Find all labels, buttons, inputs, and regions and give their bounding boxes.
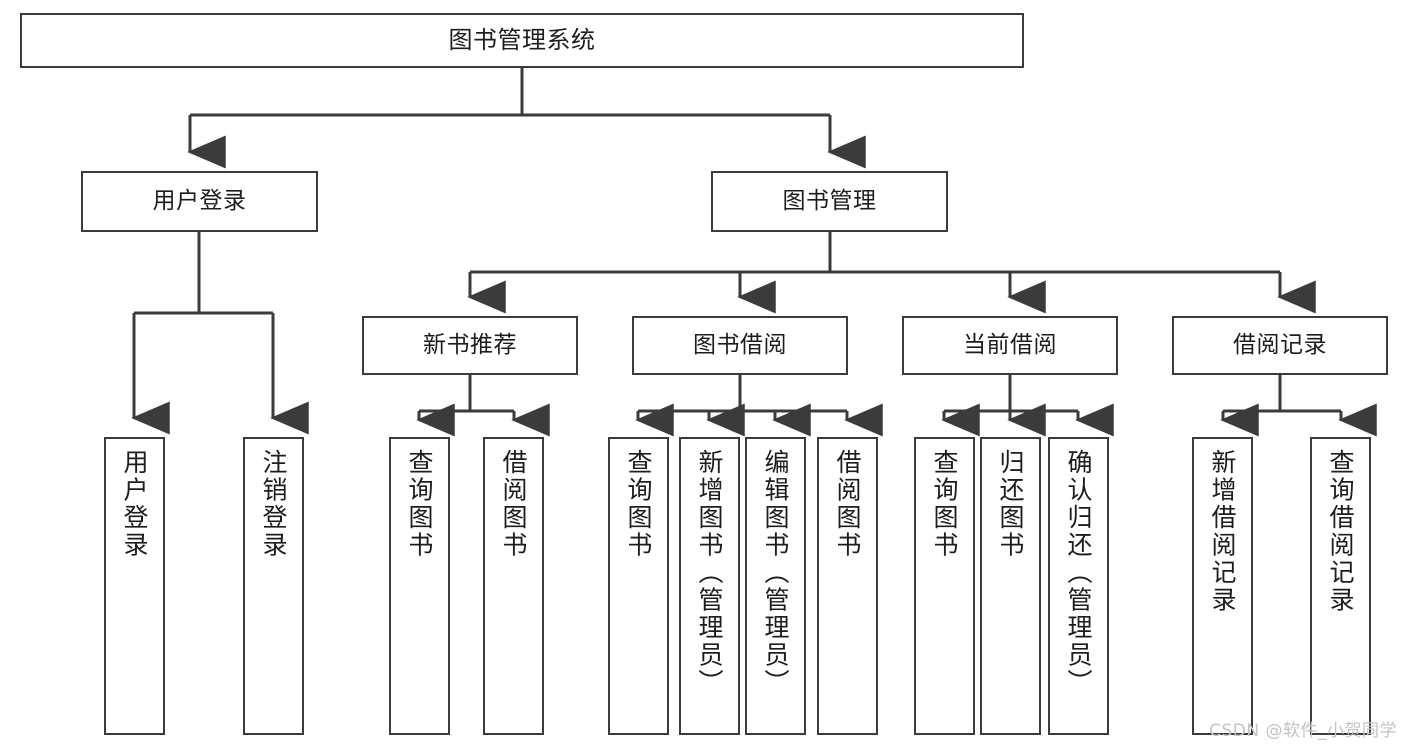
leaf-user-login-logout[interactable]: 注销登录 [243,437,304,735]
node-user-login[interactable]: 用户登录 [81,171,318,232]
leaf-book-borrow-borrow-book[interactable]: 借阅图书 [817,437,878,735]
node-label: 新增图书（管理员） [695,449,724,697]
node-label: 用户登录 [152,188,247,215]
leaf-current-borrow-query-book[interactable]: 查询图书 [914,437,975,735]
node-borrow-record[interactable]: 借阅记录 [1172,316,1388,375]
node-label: 查询图书 [405,449,434,559]
leaf-book-borrow-query-book[interactable]: 查询图书 [608,437,669,735]
node-label: 确认归还（管理员） [1064,449,1093,697]
node-label: 图书借阅 [693,332,787,359]
node-label: 当前借阅 [963,332,1057,359]
node-label: 查询图书 [624,449,653,559]
leaf-borrow-record-add-record[interactable]: 新增借阅记录 [1192,437,1253,735]
node-label: 借阅图书 [833,449,862,559]
leaf-new-book-borrow-book[interactable]: 借阅图书 [483,437,544,735]
node-label: 编辑图书（管理员） [761,449,790,697]
node-label: 图书管理 [782,188,877,215]
leaf-borrow-record-query-record[interactable]: 查询借阅记录 [1310,437,1371,735]
node-label: 借阅图书 [499,449,528,559]
node-label: 注销登录 [259,449,288,559]
node-label: 新书推荐 [423,332,517,359]
node-book-management[interactable]: 图书管理 [711,171,948,232]
node-label: 借阅记录 [1233,332,1327,359]
watermark-text: CSDN @软件_小贺同学 [1209,721,1397,741]
node-label: 归还图书 [996,449,1025,559]
node-current-borrow[interactable]: 当前借阅 [902,316,1118,375]
leaf-user-login-login[interactable]: 用户登录 [104,437,165,735]
leaf-new-book-query-book[interactable]: 查询图书 [389,437,450,735]
node-label: 新增借阅记录 [1208,449,1237,614]
node-book-borrow[interactable]: 图书借阅 [632,316,848,375]
node-label: 查询图书 [930,449,959,559]
node-label: 查询借阅记录 [1326,449,1355,614]
leaf-book-borrow-add-book-admin[interactable]: 新增图书（管理员） [679,437,740,735]
node-label: 用户登录 [120,449,149,559]
leaf-current-borrow-confirm-return-admin[interactable]: 确认归还（管理员） [1048,437,1109,735]
leaf-book-borrow-edit-book-admin[interactable]: 编辑图书（管理员） [745,437,806,735]
node-label: 图书管理系统 [448,25,596,54]
node-new-book-recommend[interactable]: 新书推荐 [362,316,578,375]
leaf-current-borrow-return-book[interactable]: 归还图书 [980,437,1041,735]
node-root-book-management-system[interactable]: 图书管理系统 [20,13,1024,68]
